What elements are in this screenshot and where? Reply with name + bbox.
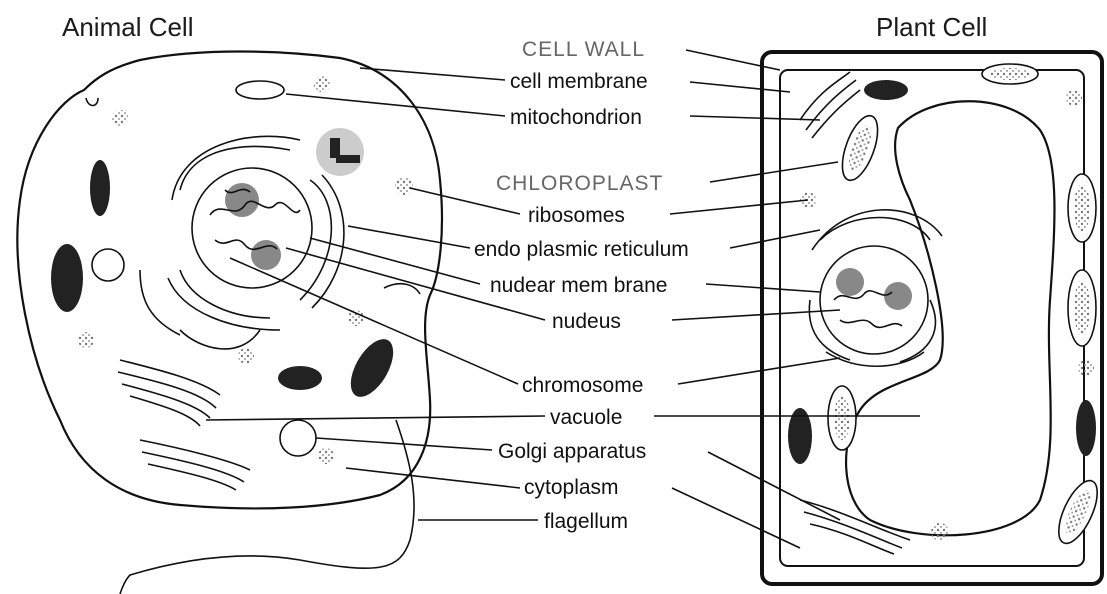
animal-mitochondrion-3 — [51, 244, 83, 312]
label-vacuole: vacuole — [550, 406, 622, 429]
label-ribosomes: ribosomes — [528, 204, 625, 227]
label-chloroplast: CHLOROPLAST — [496, 172, 663, 195]
plant-cell-title: Plant Cell — [876, 12, 987, 42]
animal-mitochondrion-2 — [90, 160, 110, 216]
labels: CELL WALL cell membrane mitochondrion CH… — [474, 38, 689, 533]
label-nucleus: nudeus — [552, 310, 621, 333]
animal-nucleolus-1 — [225, 183, 259, 217]
label-cell-membrane: cell membrane — [510, 70, 648, 93]
label-flagellum: flagellum — [544, 510, 628, 533]
label-cytoplasm: cytoplasm — [524, 476, 619, 499]
label-cell-wall: CELL WALL — [522, 38, 645, 61]
animal-nucleolus-2 — [251, 240, 281, 270]
label-endoplasmic-reticulum: endo plasmic reticulum — [474, 238, 689, 261]
label-golgi-apparatus: Golgi apparatus — [498, 440, 646, 463]
animal-mitochondrion-4 — [278, 366, 322, 390]
plant-nucleus — [820, 246, 928, 354]
animal-nucleus — [192, 168, 312, 288]
animal-cell-title: Animal Cell — [62, 12, 194, 42]
label-nuclear-membrane: nudear mem brane — [490, 274, 667, 297]
label-mitochondrion: mitochondrion — [510, 106, 642, 129]
animal-mitochondrion-1 — [236, 81, 284, 99]
animal-small-vacuole — [92, 249, 124, 281]
label-chromosome: chromosome — [522, 374, 643, 397]
animal-vacuole — [280, 420, 316, 456]
plant-cell — [762, 52, 1105, 584]
